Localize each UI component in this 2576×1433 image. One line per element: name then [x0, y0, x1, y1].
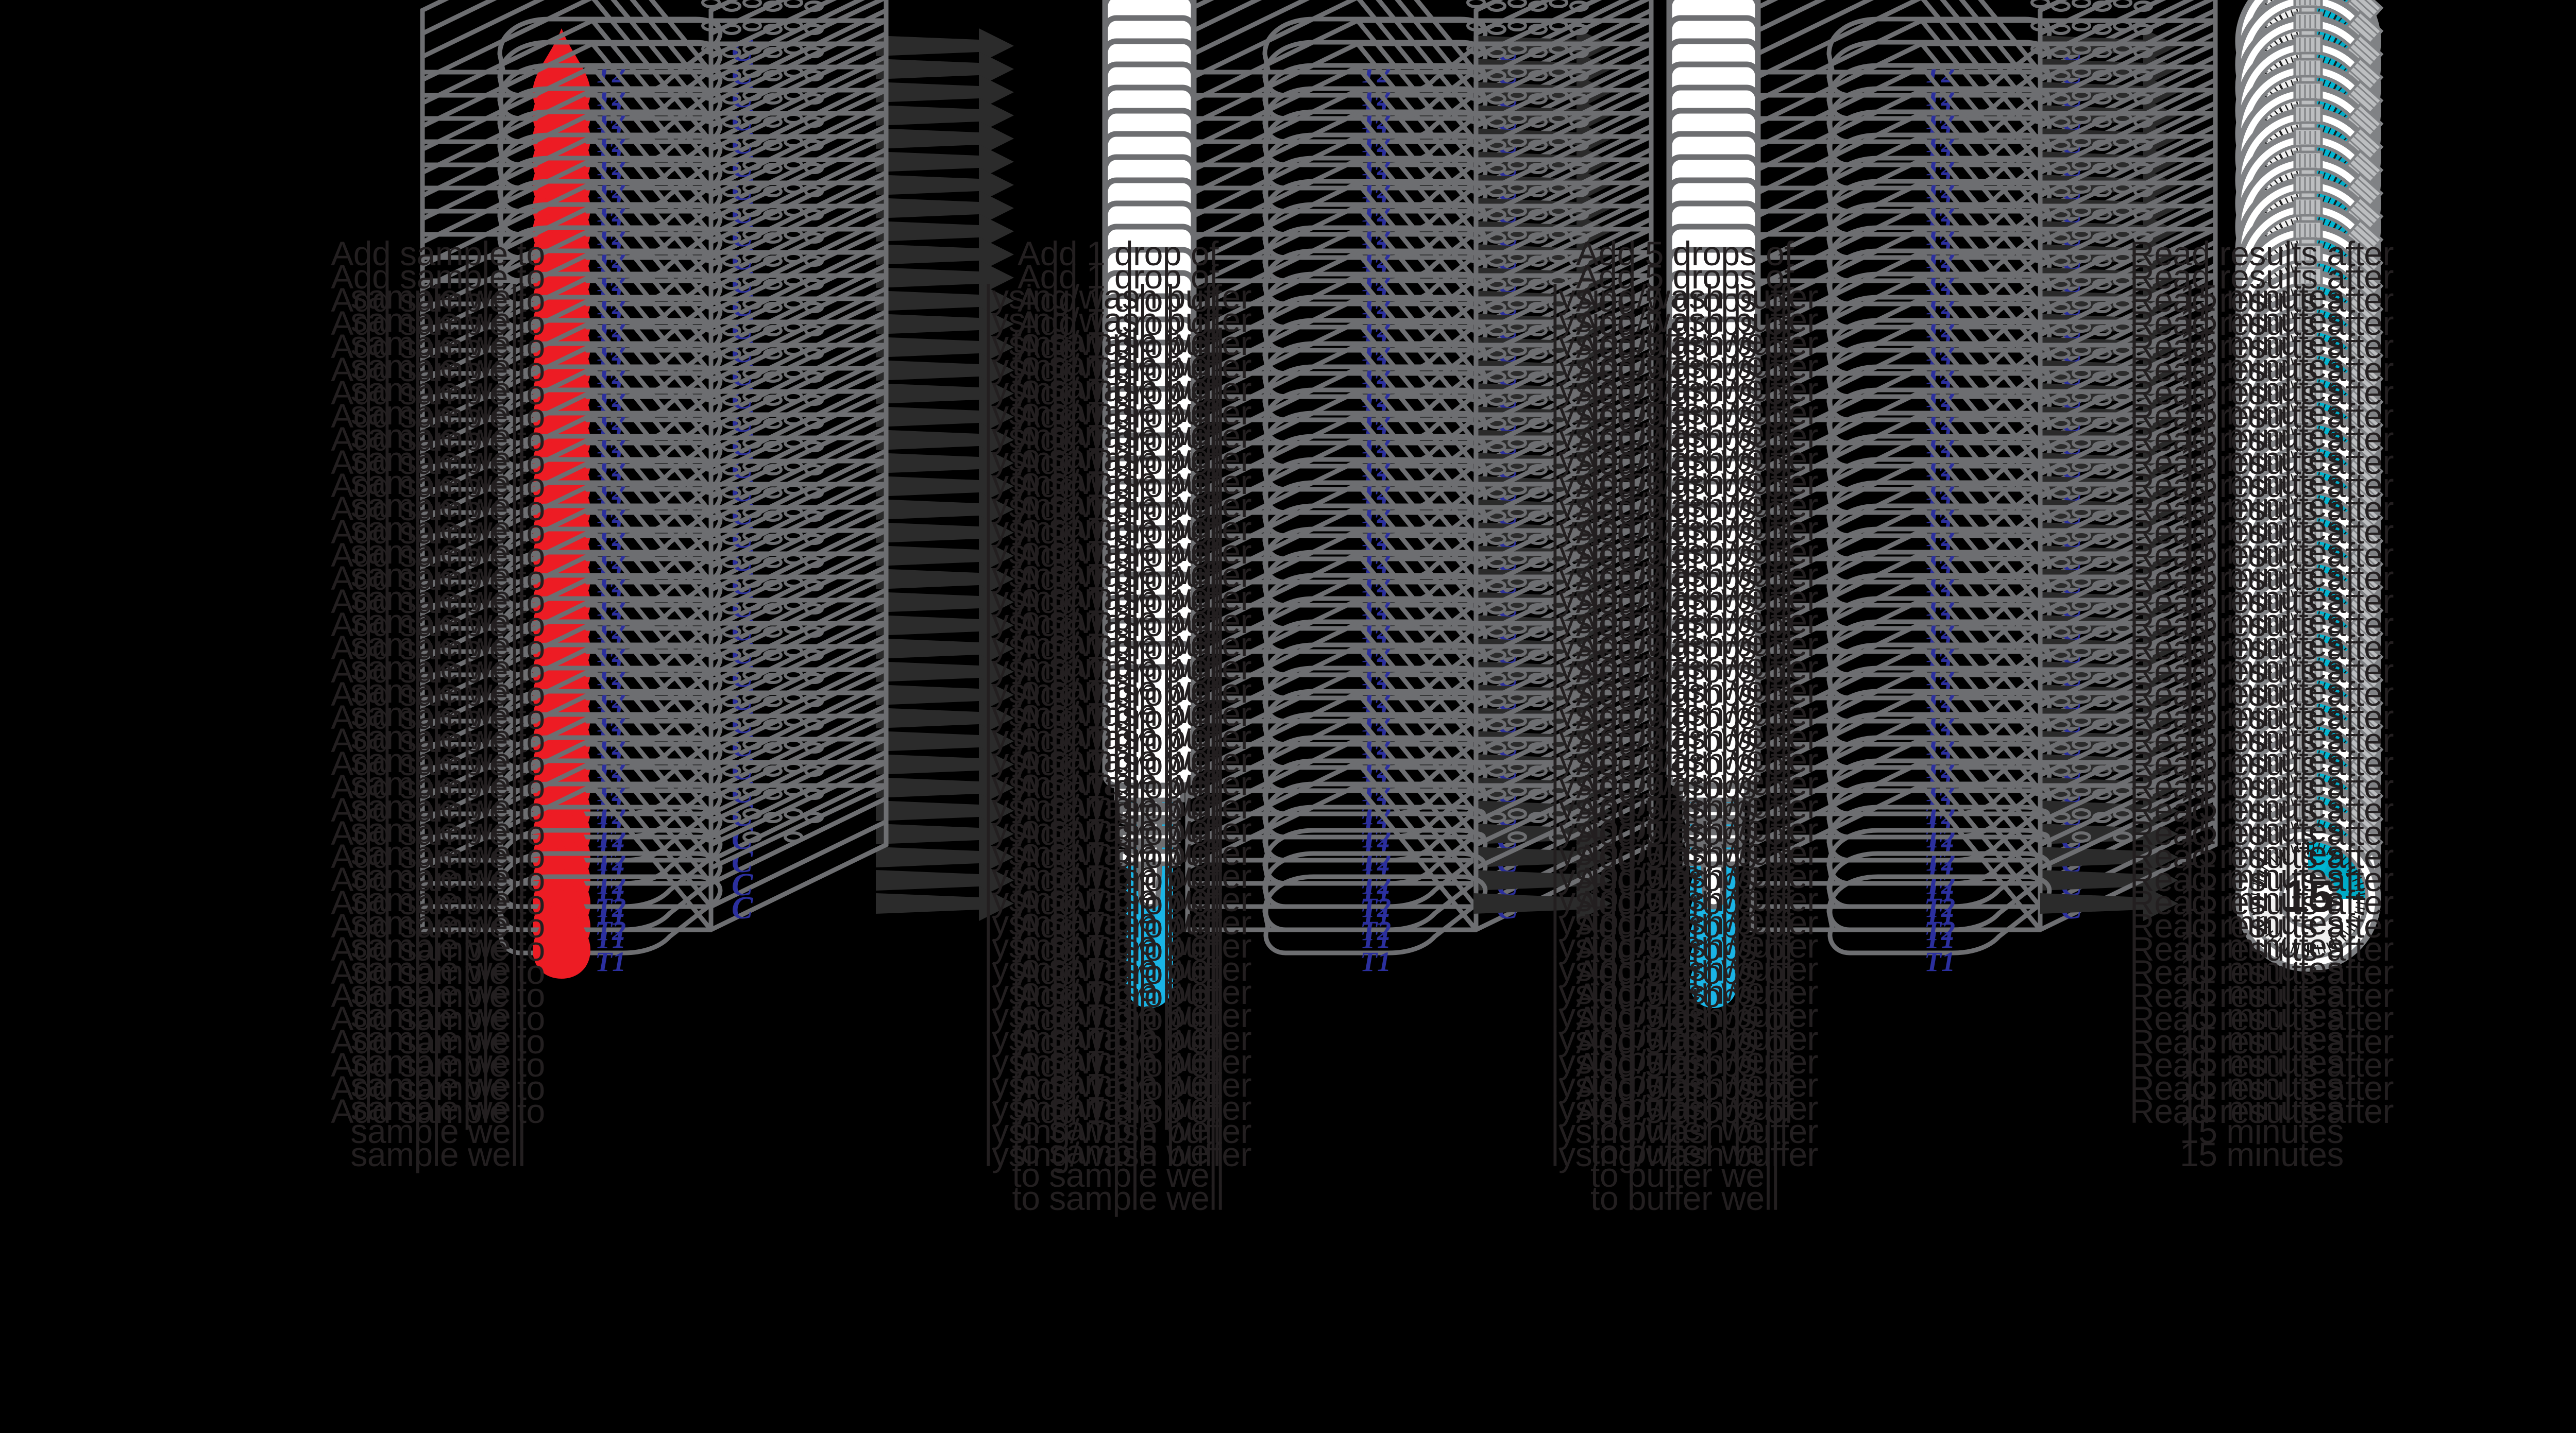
step-2-caption-text: Add 1 drop of lysing/wash buffer to samp… [922, 1089, 1314, 1220]
control-line-label: C [732, 891, 753, 926]
step-3-caption-text: Add 5 drops of lysing/wash buffer to buf… [1489, 1089, 1880, 1220]
test-line-label-t2: T2 [1360, 915, 1391, 946]
test-line-label-t2: T2 [1924, 915, 1955, 946]
test-line-label-t1: T1 [1360, 946, 1391, 977]
step-4-caption-text: Read results after 15 minutes [2066, 1089, 2458, 1176]
test-line-label-t1: T1 [1924, 946, 1955, 977]
repeated-procedure-tiles: CT2T1CT2T1CT2T115CT2T1CT2T1CT2T115CT2T1C… [422, 0, 2382, 1008]
step-1-caption-text: Add sample to sample well [242, 1089, 634, 1176]
